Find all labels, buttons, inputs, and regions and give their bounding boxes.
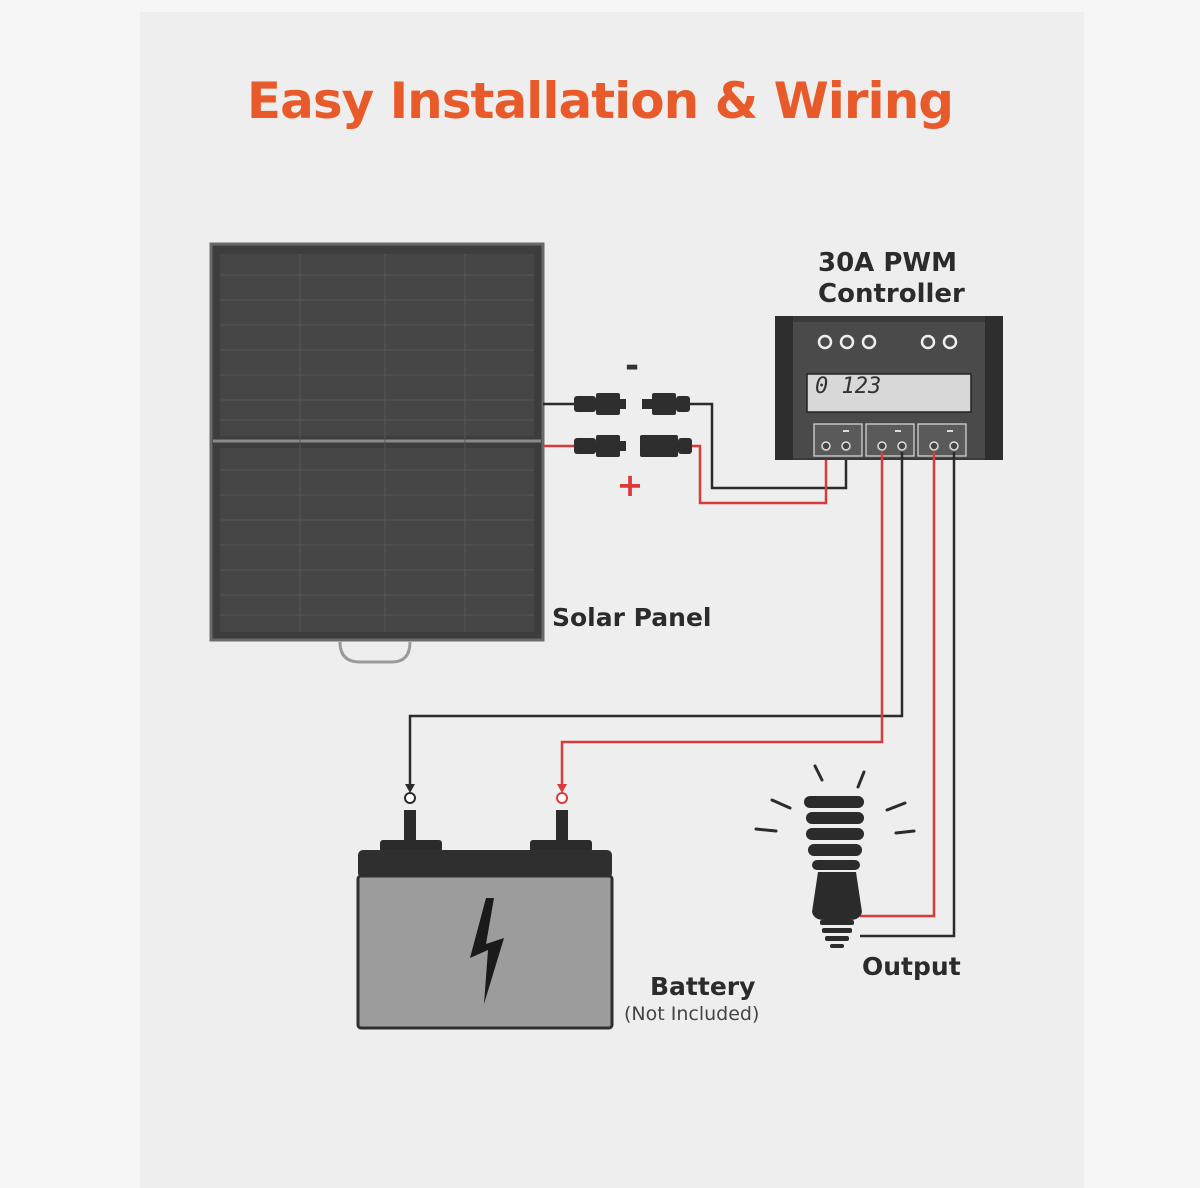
light-bulb-icon — [754, 764, 916, 948]
page-title: Easy Installation & Wiring — [246, 72, 954, 130]
mc4-connector-icon — [574, 393, 692, 457]
battery-label: Battery — [650, 972, 756, 1001]
positive-symbol: + — [617, 466, 644, 504]
negative-symbol: - — [625, 346, 639, 386]
output-label: Output — [862, 952, 961, 981]
controller-label: 30A PWM Controller — [818, 248, 965, 310]
controller-display: 0 123 — [815, 374, 882, 399]
battery-icon — [356, 792, 614, 1030]
charge-controller-icon — [775, 316, 1003, 460]
controller-label-line2: Controller — [818, 279, 965, 309]
solar-panel-label: Solar Panel — [552, 603, 712, 632]
lightning-bolt-icon — [470, 898, 504, 1004]
solar-panel-icon — [209, 242, 545, 664]
battery-note: (Not Included) — [624, 1003, 760, 1025]
controller-label-line1: 30A PWM — [818, 248, 957, 278]
